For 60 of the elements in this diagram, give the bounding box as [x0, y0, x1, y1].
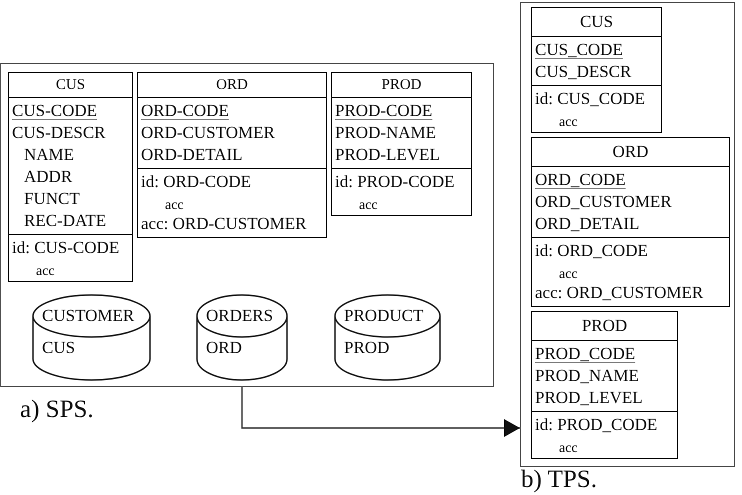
identifier-label: id: ORD-CODE [141, 172, 252, 191]
identifier-label: id: PROD_CODE [535, 415, 658, 434]
attribute-name: ORD_CUSTOMER [535, 192, 672, 211]
attribute-name: PROD_CODE [535, 344, 636, 363]
entity-name: ORD [612, 142, 648, 162]
attribute-name: PROD-NAME [335, 123, 436, 142]
attribute-name: NAME [24, 145, 74, 164]
access-label: acc [36, 264, 55, 279]
attribute-name: ORD-CODE [141, 101, 229, 120]
file-name: PRODUCT [344, 305, 424, 327]
entity-table [8, 72, 133, 282]
access-label: acc [559, 267, 578, 282]
attribute-name: ORD_DETAIL [535, 214, 640, 233]
arrow [241, 387, 520, 437]
record-type-name: ORD [206, 337, 242, 359]
attribute-name: CUS_CODE [535, 40, 623, 59]
identifier-label: id: CUS-CODE [12, 238, 120, 257]
attribute-name: ORD-DETAIL [141, 145, 243, 164]
attribute-name: CUS-CODE [12, 101, 98, 120]
entity-table [137, 72, 327, 238]
entity-table [531, 7, 662, 133]
database-cylinder [334, 294, 441, 381]
attribute-name: ORD-CUSTOMER [141, 123, 275, 142]
identifier-label: id: ORD_CODE [535, 241, 648, 260]
entity-name: PROD [582, 316, 628, 336]
identifier-label: id: CUS_CODE [535, 89, 646, 108]
attribute-name: PROD-LEVEL [335, 145, 440, 164]
attribute-name: REC-DATE [24, 211, 106, 230]
entity-table [531, 137, 730, 307]
access-label: acc [559, 115, 578, 130]
identifier-label: acc: ORD_CUSTOMER [535, 283, 704, 302]
attribute-name: PROD-CODE [335, 101, 432, 120]
schema-panel [0, 63, 494, 387]
database-cylinder [196, 294, 288, 381]
figure-caption: a) SPS. [20, 396, 94, 423]
figure-caption: b) TPS. [521, 466, 597, 493]
entity-table [331, 72, 472, 216]
attribute-name: FUNCT [24, 189, 80, 208]
attribute-name: ORD_CODE [535, 170, 626, 189]
attribute-name: CUS_DESCR [535, 62, 632, 81]
entity-table [531, 311, 678, 459]
record-type-name: CUS [42, 337, 76, 359]
file-name: ORDERS [206, 305, 274, 327]
access-label: acc [359, 198, 378, 213]
attribute-name: ADDR [24, 167, 72, 186]
entity-name: CUS [580, 12, 614, 32]
attribute-name: CUS-DESCR [12, 123, 106, 142]
identifier-label: acc: ORD-CUSTOMER [141, 214, 306, 233]
database-cylinder [32, 294, 151, 381]
entity-name: PROD [381, 76, 422, 95]
identifier-label: id: PROD-CODE [335, 172, 454, 191]
file-name: CUSTOMER [42, 305, 134, 327]
attribute-name: PROD_NAME [535, 366, 639, 385]
access-label: acc [165, 198, 184, 213]
record-type-name: PROD [344, 337, 390, 359]
access-label: acc [559, 441, 578, 456]
entity-name: CUS [56, 76, 86, 95]
attribute-name: PROD_LEVEL [535, 388, 643, 407]
entity-name: ORD [216, 76, 248, 95]
schema-panel [520, 2, 735, 467]
